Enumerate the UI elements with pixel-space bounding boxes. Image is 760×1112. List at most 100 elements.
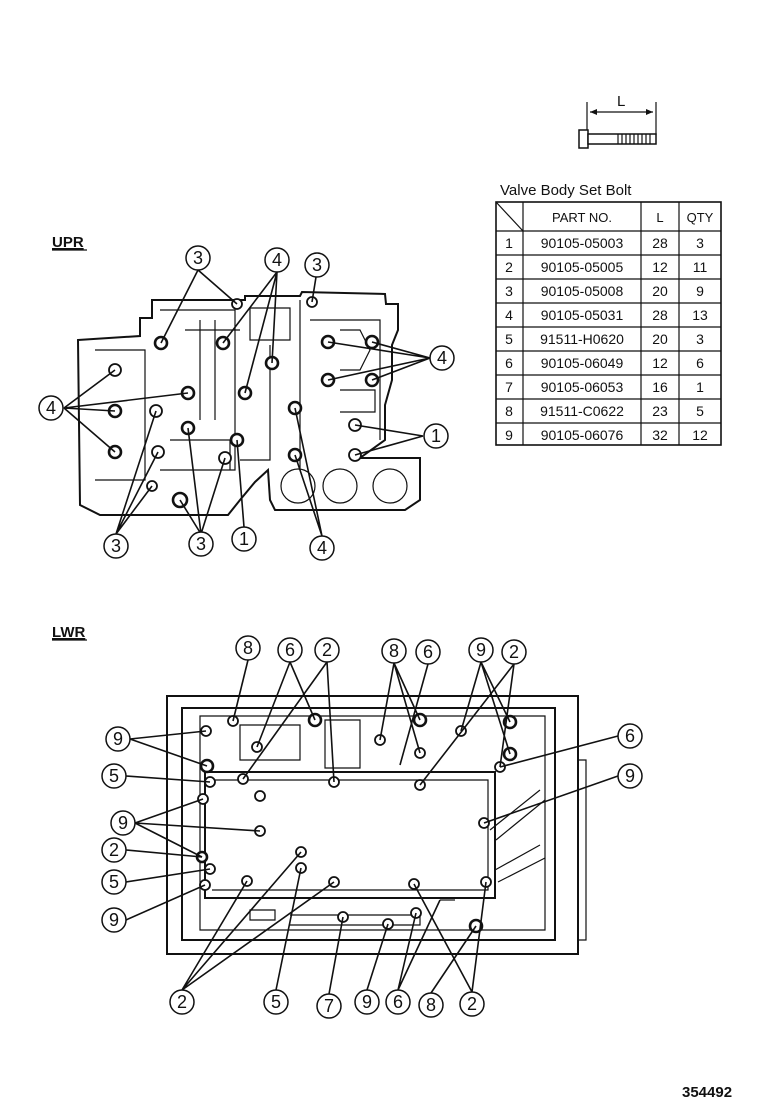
table-title: Valve Body Set Bolt [500,182,632,199]
callout-circle: 3 [103,533,129,559]
row-length: 12 [652,355,668,371]
row-no: 6 [505,355,513,371]
callout-circle: 9 [617,763,643,789]
callout-circle: 9 [354,989,380,1015]
row-length: 12 [652,259,668,275]
callout-circle: 5 [101,869,127,895]
row-qty: 5 [696,403,704,419]
callout-circle: 1 [423,423,449,449]
svg-text:9: 9 [476,640,486,660]
svg-text:3: 3 [111,536,121,556]
row-part: 90105-06049 [541,355,624,371]
callout-circle: 6 [617,723,643,749]
row-length: 28 [652,307,668,323]
header-length: L [656,210,663,225]
row-part: 90105-06076 [541,427,624,443]
svg-text:8: 8 [243,638,253,658]
row-no: 5 [505,331,513,347]
row-no: 3 [505,283,513,299]
row-no: 9 [505,427,513,443]
callout-circle: 9 [101,907,127,933]
svg-text:3: 3 [312,255,322,275]
row-part: 91511-C0622 [540,403,624,419]
callout-circle: 2 [459,991,485,1017]
callout-circle: 7 [316,993,342,1019]
row-no: 8 [505,403,513,419]
row-qty: 3 [696,235,704,251]
row-part: 90105-05031 [541,307,624,323]
svg-text:9: 9 [362,992,372,1012]
header-part-no: PART NO. [552,210,612,225]
row-qty: 9 [696,283,704,299]
callout-circle: 5 [263,989,289,1015]
svg-text:6: 6 [423,642,433,662]
svg-text:2: 2 [467,994,477,1014]
svg-text:6: 6 [393,992,403,1012]
callout-circle: 9 [105,726,131,752]
svg-text:3: 3 [193,248,203,268]
svg-text:4: 4 [317,538,327,558]
callout-circle: 6 [385,989,411,1015]
row-no: 7 [505,379,513,395]
upper-valve-body: UPR [38,234,455,561]
row-length: 20 [652,283,668,299]
row-qty: 6 [696,355,704,371]
callout-circle: 2 [314,637,340,663]
row-length: 16 [652,379,668,395]
callout-circle: 5 [101,763,127,789]
row-qty: 11 [693,259,708,275]
callout-circle: 1 [231,526,257,552]
callout-circle: 8 [418,992,444,1018]
row-length: 20 [652,331,668,347]
svg-text:2: 2 [177,992,187,1012]
callout-circle: 4 [309,535,335,561]
row-qty: 12 [692,427,708,443]
callout-circle: 6 [277,637,303,663]
row-part: 91511-H0620 [540,331,624,347]
upper-section-label: UPR [52,234,84,251]
row-length: 32 [652,427,668,443]
svg-text:2: 2 [509,642,519,662]
svg-text:8: 8 [389,641,399,661]
callout-circle: 2 [501,639,527,665]
bolt-dimension-sketch: L [578,93,657,149]
callout-circle: 8 [381,638,407,664]
lower-valve-body: LWR [52,624,643,1019]
row-part: 90105-06053 [541,379,624,395]
row-qty: 1 [696,379,704,395]
row-no: 4 [505,307,513,323]
svg-text:5: 5 [271,992,281,1012]
header-qty: QTY [687,210,714,225]
svg-text:5: 5 [109,872,119,892]
svg-text:3: 3 [196,534,206,554]
row-part: 90105-05005 [541,259,624,275]
row-length: 23 [652,403,668,419]
svg-text:6: 6 [625,726,635,746]
callout-circle: 4 [429,345,455,371]
row-qty: 13 [692,307,708,323]
svg-text:4: 4 [272,250,282,270]
callout-circle: 2 [101,837,127,863]
svg-text:5: 5 [109,766,119,786]
svg-text:2: 2 [109,840,119,860]
svg-text:9: 9 [625,766,635,786]
svg-text:2: 2 [322,640,332,660]
bolt-length-label: L [617,93,625,110]
callout-circle: 4 [264,247,290,273]
callout-circle: 3 [304,252,330,278]
row-part: 90105-05003 [541,235,624,251]
svg-text:9: 9 [109,910,119,930]
svg-text:8: 8 [426,995,436,1015]
callout-circle: 3 [188,531,214,557]
parts-table: Valve Body Set Bolt PART NO. L QTY 1 901… [495,182,722,446]
row-no: 1 [505,235,513,251]
row-length: 28 [652,235,668,251]
svg-text:4: 4 [46,398,56,418]
svg-text:7: 7 [324,996,334,1016]
callout-circle: 2 [169,989,195,1015]
row-qty: 3 [696,331,704,347]
callout-circle: 9 [110,810,136,836]
lower-section-label: LWR [52,624,85,641]
svg-text:1: 1 [431,426,441,446]
